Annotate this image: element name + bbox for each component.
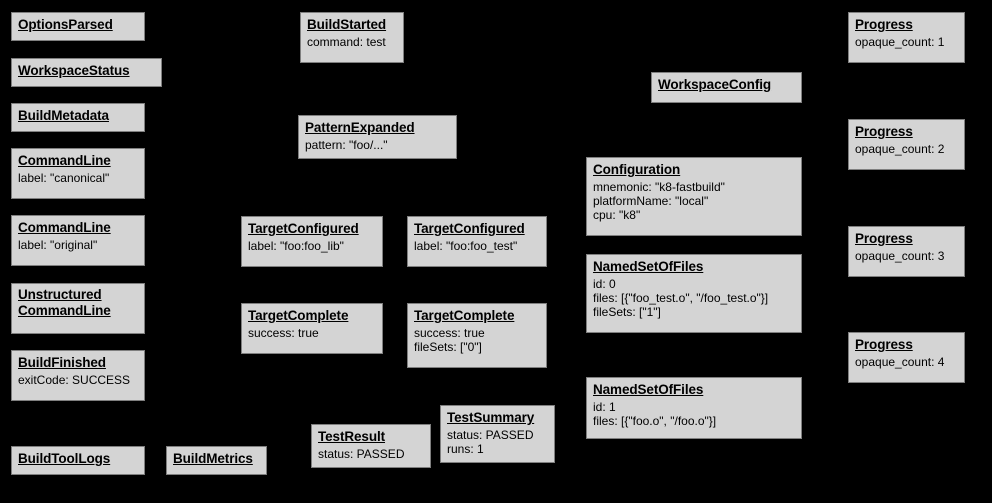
node-attribute-line: fileSets: ["0"] [414, 340, 482, 354]
node-title: TestSummary [447, 410, 535, 425]
node-attribute-line: status: PASSED [447, 428, 534, 442]
node-title: TargetComplete [414, 308, 515, 323]
node-title: TargetConfigured [414, 221, 525, 236]
node-title: TargetConfigured [248, 221, 359, 236]
node-title: TestResult [318, 429, 386, 444]
node-attribute-line: cpu: "k8" [593, 208, 641, 222]
node-attribute-line: opaque_count: 3 [855, 249, 945, 263]
node-attributes: opaque_count: 3 [855, 249, 959, 263]
node-title: Unstructured [18, 287, 102, 302]
node-attribute-line: label: "foo:foo_lib" [248, 239, 344, 253]
node-attributes: pattern: "foo/..." [305, 138, 451, 152]
node-progress-4[interactable]: Progress opaque_count: 4 [848, 332, 965, 383]
node-title: NamedSetOfFiles [593, 382, 704, 397]
node-attribute-line: label: "original" [18, 238, 98, 252]
node-attribute-line: label: "canonical" [18, 171, 110, 185]
node-command-line-original[interactable]: CommandLine label: "original" [11, 215, 145, 266]
node-attribute-line: success: true [248, 326, 319, 340]
node-attribute-line: exitCode: SUCCESS [18, 373, 131, 387]
node-title: Progress [855, 17, 913, 32]
node-attribute-line: pattern: "foo/..." [305, 138, 388, 152]
node-title: BuildMetadata [18, 108, 109, 123]
node-attributes: command: test [307, 35, 398, 49]
node-title: Progress [855, 124, 913, 139]
node-build-started[interactable]: BuildStarted command: test [300, 12, 404, 63]
node-test-result[interactable]: TestResult status: PASSED [311, 424, 431, 468]
node-title: Progress [855, 231, 913, 246]
node-target-configured-foo-test[interactable]: TargetConfigured label: "foo:foo_test" [407, 216, 547, 267]
node-build-metrics[interactable]: BuildMetrics [166, 446, 267, 475]
node-configuration[interactable]: Configuration mnemonic: "k8-fastbuild"pla… [586, 157, 802, 236]
node-title: Progress [855, 337, 913, 352]
node-attribute-line: opaque_count: 4 [855, 355, 945, 369]
node-attributes: success: true [248, 326, 377, 340]
node-attribute-line: label: "foo:foo_test" [414, 239, 518, 253]
node-attribute-line: opaque_count: 1 [855, 35, 945, 49]
node-attribute-line: files: [{"foo_test.o", "/foo_test.o"}] [593, 291, 769, 305]
node-title: BuildMetrics [173, 451, 253, 466]
node-progress-2[interactable]: Progress opaque_count: 2 [848, 119, 965, 170]
node-title: PatternExpanded [305, 120, 415, 135]
node-attribute-line: platformName: "local" [593, 194, 709, 208]
node-workspace-status[interactable]: WorkspaceStatus [11, 58, 162, 87]
node-title: NamedSetOfFiles [593, 259, 704, 274]
node-title: BuildFinished [18, 355, 106, 370]
node-attribute-line: id: 1 [593, 400, 616, 414]
node-title: CommandLine [18, 153, 111, 168]
node-attribute-line: success: true [414, 326, 485, 340]
node-title: BuildStarted [307, 17, 387, 32]
node-attribute-line: command: test [307, 35, 386, 49]
node-attributes: opaque_count: 1 [855, 35, 959, 49]
node-progress-1[interactable]: Progress opaque_count: 1 [848, 12, 965, 63]
node-workspace-config[interactable]: WorkspaceConfig [651, 72, 802, 103]
node-attribute-line: id: 0 [593, 277, 616, 291]
node-attribute-line: mnemonic: "k8-fastbuild" [593, 180, 725, 194]
node-pattern-expanded[interactable]: PatternExpanded pattern: "foo/..." [298, 115, 457, 159]
node-title: TargetComplete [248, 308, 349, 323]
node-build-finished[interactable]: BuildFinished exitCode: SUCCESS [11, 350, 145, 401]
node-attributes: label: "canonical" [18, 171, 139, 185]
node-title: OptionsParsed [18, 17, 113, 32]
node-command-line-canonical[interactable]: CommandLine label: "canonical" [11, 148, 145, 199]
node-attributes: label: "foo:foo_lib" [248, 239, 377, 253]
node-attribute-line: runs: 1 [447, 442, 484, 456]
node-attributes: status: PASSED [318, 447, 425, 461]
node-title: CommandLine [18, 303, 111, 318]
node-build-metadata[interactable]: BuildMetadata [11, 103, 145, 132]
node-attributes: label: "foo:foo_test" [414, 239, 541, 253]
node-attributes: opaque_count: 2 [855, 142, 959, 156]
node-attribute-line: opaque_count: 2 [855, 142, 945, 156]
node-options-parsed[interactable]: OptionsParsed [11, 12, 145, 41]
node-attribute-line: files: [{"foo.o", "/foo.o"}] [593, 414, 717, 428]
node-title: Configuration [593, 162, 681, 177]
node-attributes: label: "original" [18, 238, 139, 252]
node-attributes: mnemonic: "k8-fastbuild"platformName: "l… [593, 180, 796, 222]
node-title: WorkspaceStatus [18, 63, 130, 78]
node-attribute-line: fileSets: ["1"] [593, 305, 661, 319]
node-title: CommandLine [18, 220, 111, 235]
node-build-tool-logs[interactable]: BuildToolLogs [11, 446, 145, 475]
node-progress-3[interactable]: Progress opaque_count: 3 [848, 226, 965, 277]
node-attributes: opaque_count: 4 [855, 355, 959, 369]
node-attributes: exitCode: SUCCESS [18, 373, 139, 387]
node-attribute-line: status: PASSED [318, 447, 405, 461]
node-target-complete-foo-lib[interactable]: TargetComplete success: true [241, 303, 383, 354]
node-title: WorkspaceConfig [658, 77, 772, 92]
node-title: BuildToolLogs [18, 451, 111, 466]
node-target-configured-foo-lib[interactable]: TargetConfigured label: "foo:foo_lib" [241, 216, 383, 267]
